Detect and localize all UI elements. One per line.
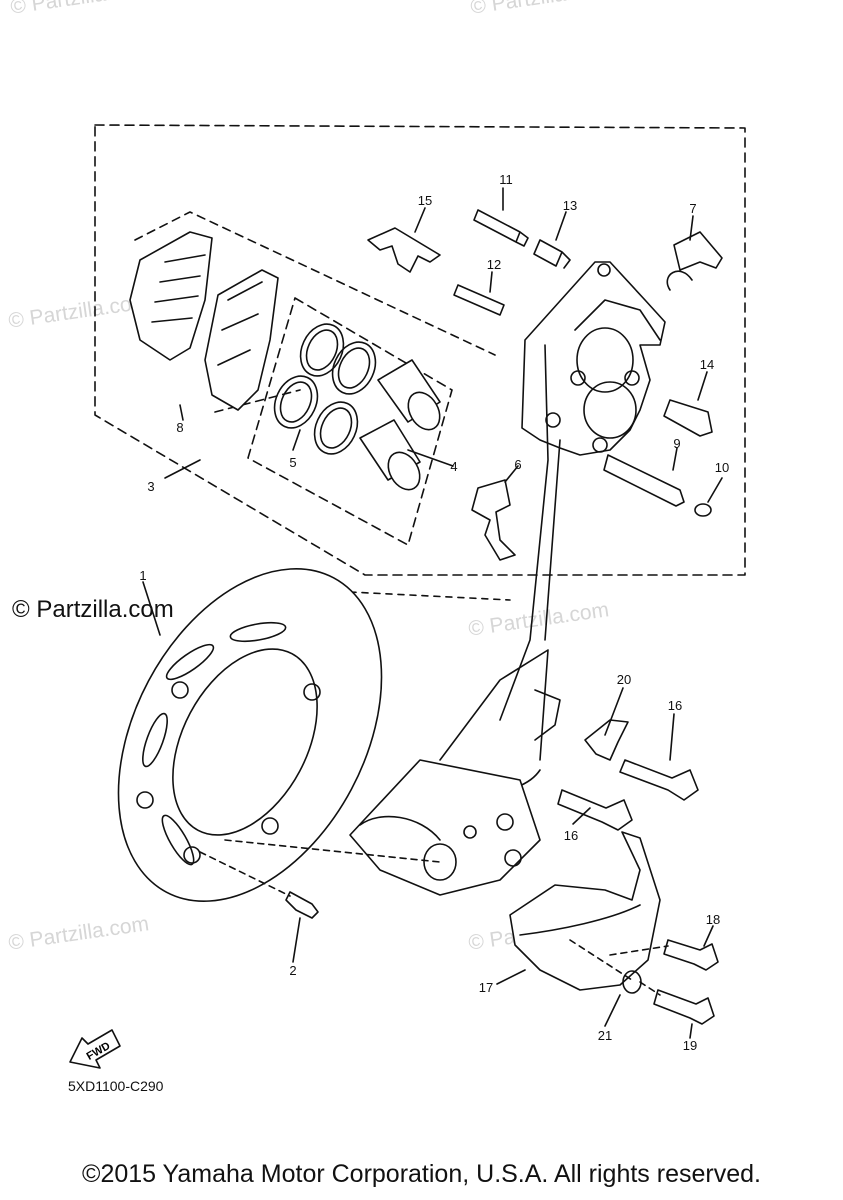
label-14: 14 xyxy=(700,357,714,372)
label-8: 8 xyxy=(176,420,183,435)
label-15: 15 xyxy=(418,193,432,208)
pad-clip xyxy=(471,479,516,561)
bleed-screw xyxy=(666,231,723,291)
pin-plug xyxy=(533,239,571,269)
label-3: 3 xyxy=(147,479,154,494)
label-18: 18 xyxy=(706,912,720,927)
label-17: 17 xyxy=(479,980,493,995)
label-19: 19 xyxy=(683,1038,697,1053)
brake-pad-rear xyxy=(129,231,213,361)
guard-bracket xyxy=(584,719,629,761)
pad-spring xyxy=(367,227,441,273)
nut xyxy=(694,503,712,517)
guard-bolt-upper xyxy=(619,759,699,801)
caliper-bolt-14 xyxy=(663,399,713,437)
label-4: 4 xyxy=(450,459,457,474)
label-9: 9 xyxy=(673,436,680,451)
label-7: 7 xyxy=(689,201,696,216)
label-2: 2 xyxy=(289,963,296,978)
label-16-lower: 16 xyxy=(564,828,578,843)
copyright-notice: ©2015 Yamaha Motor Corporation, U.S.A. A… xyxy=(82,1160,761,1188)
label-20: 20 xyxy=(617,672,631,687)
label-13: 13 xyxy=(563,198,577,213)
guard-bolt-18 xyxy=(663,939,719,971)
piston-seals xyxy=(273,323,377,455)
label-12: 12 xyxy=(487,257,501,272)
label-21: 21 xyxy=(598,1028,612,1043)
label-10: 10 xyxy=(715,460,729,475)
pad-pin xyxy=(473,209,529,247)
partzilla-watermark: © Partzilla.com xyxy=(12,596,174,623)
caliper-guard xyxy=(509,831,661,991)
caliper-pin xyxy=(453,284,505,316)
piston-kit-boundary xyxy=(247,297,453,546)
front-fork-leg xyxy=(349,649,561,896)
label-11: 11 xyxy=(499,172,513,187)
forward-arrow-icon: FWD xyxy=(69,1029,121,1069)
pistons xyxy=(359,359,441,491)
caliper-assembly-boundary xyxy=(94,124,746,576)
guard-bolt-lower xyxy=(557,789,633,831)
brake-disc xyxy=(117,568,383,902)
label-5: 5 xyxy=(289,455,296,470)
brake-caliper xyxy=(521,261,666,456)
caliper-arm xyxy=(499,344,549,721)
guard-bolt-19 xyxy=(653,989,715,1025)
label-1: 1 xyxy=(139,568,146,583)
diagram-code: 5XD1100-C290 xyxy=(68,1078,164,1094)
label-16-upper: 16 xyxy=(668,698,682,713)
disc-bolt xyxy=(285,891,319,919)
label-6: 6 xyxy=(514,457,521,472)
caliper-bolt-9 xyxy=(603,454,685,507)
brake-pad-front xyxy=(204,269,279,411)
